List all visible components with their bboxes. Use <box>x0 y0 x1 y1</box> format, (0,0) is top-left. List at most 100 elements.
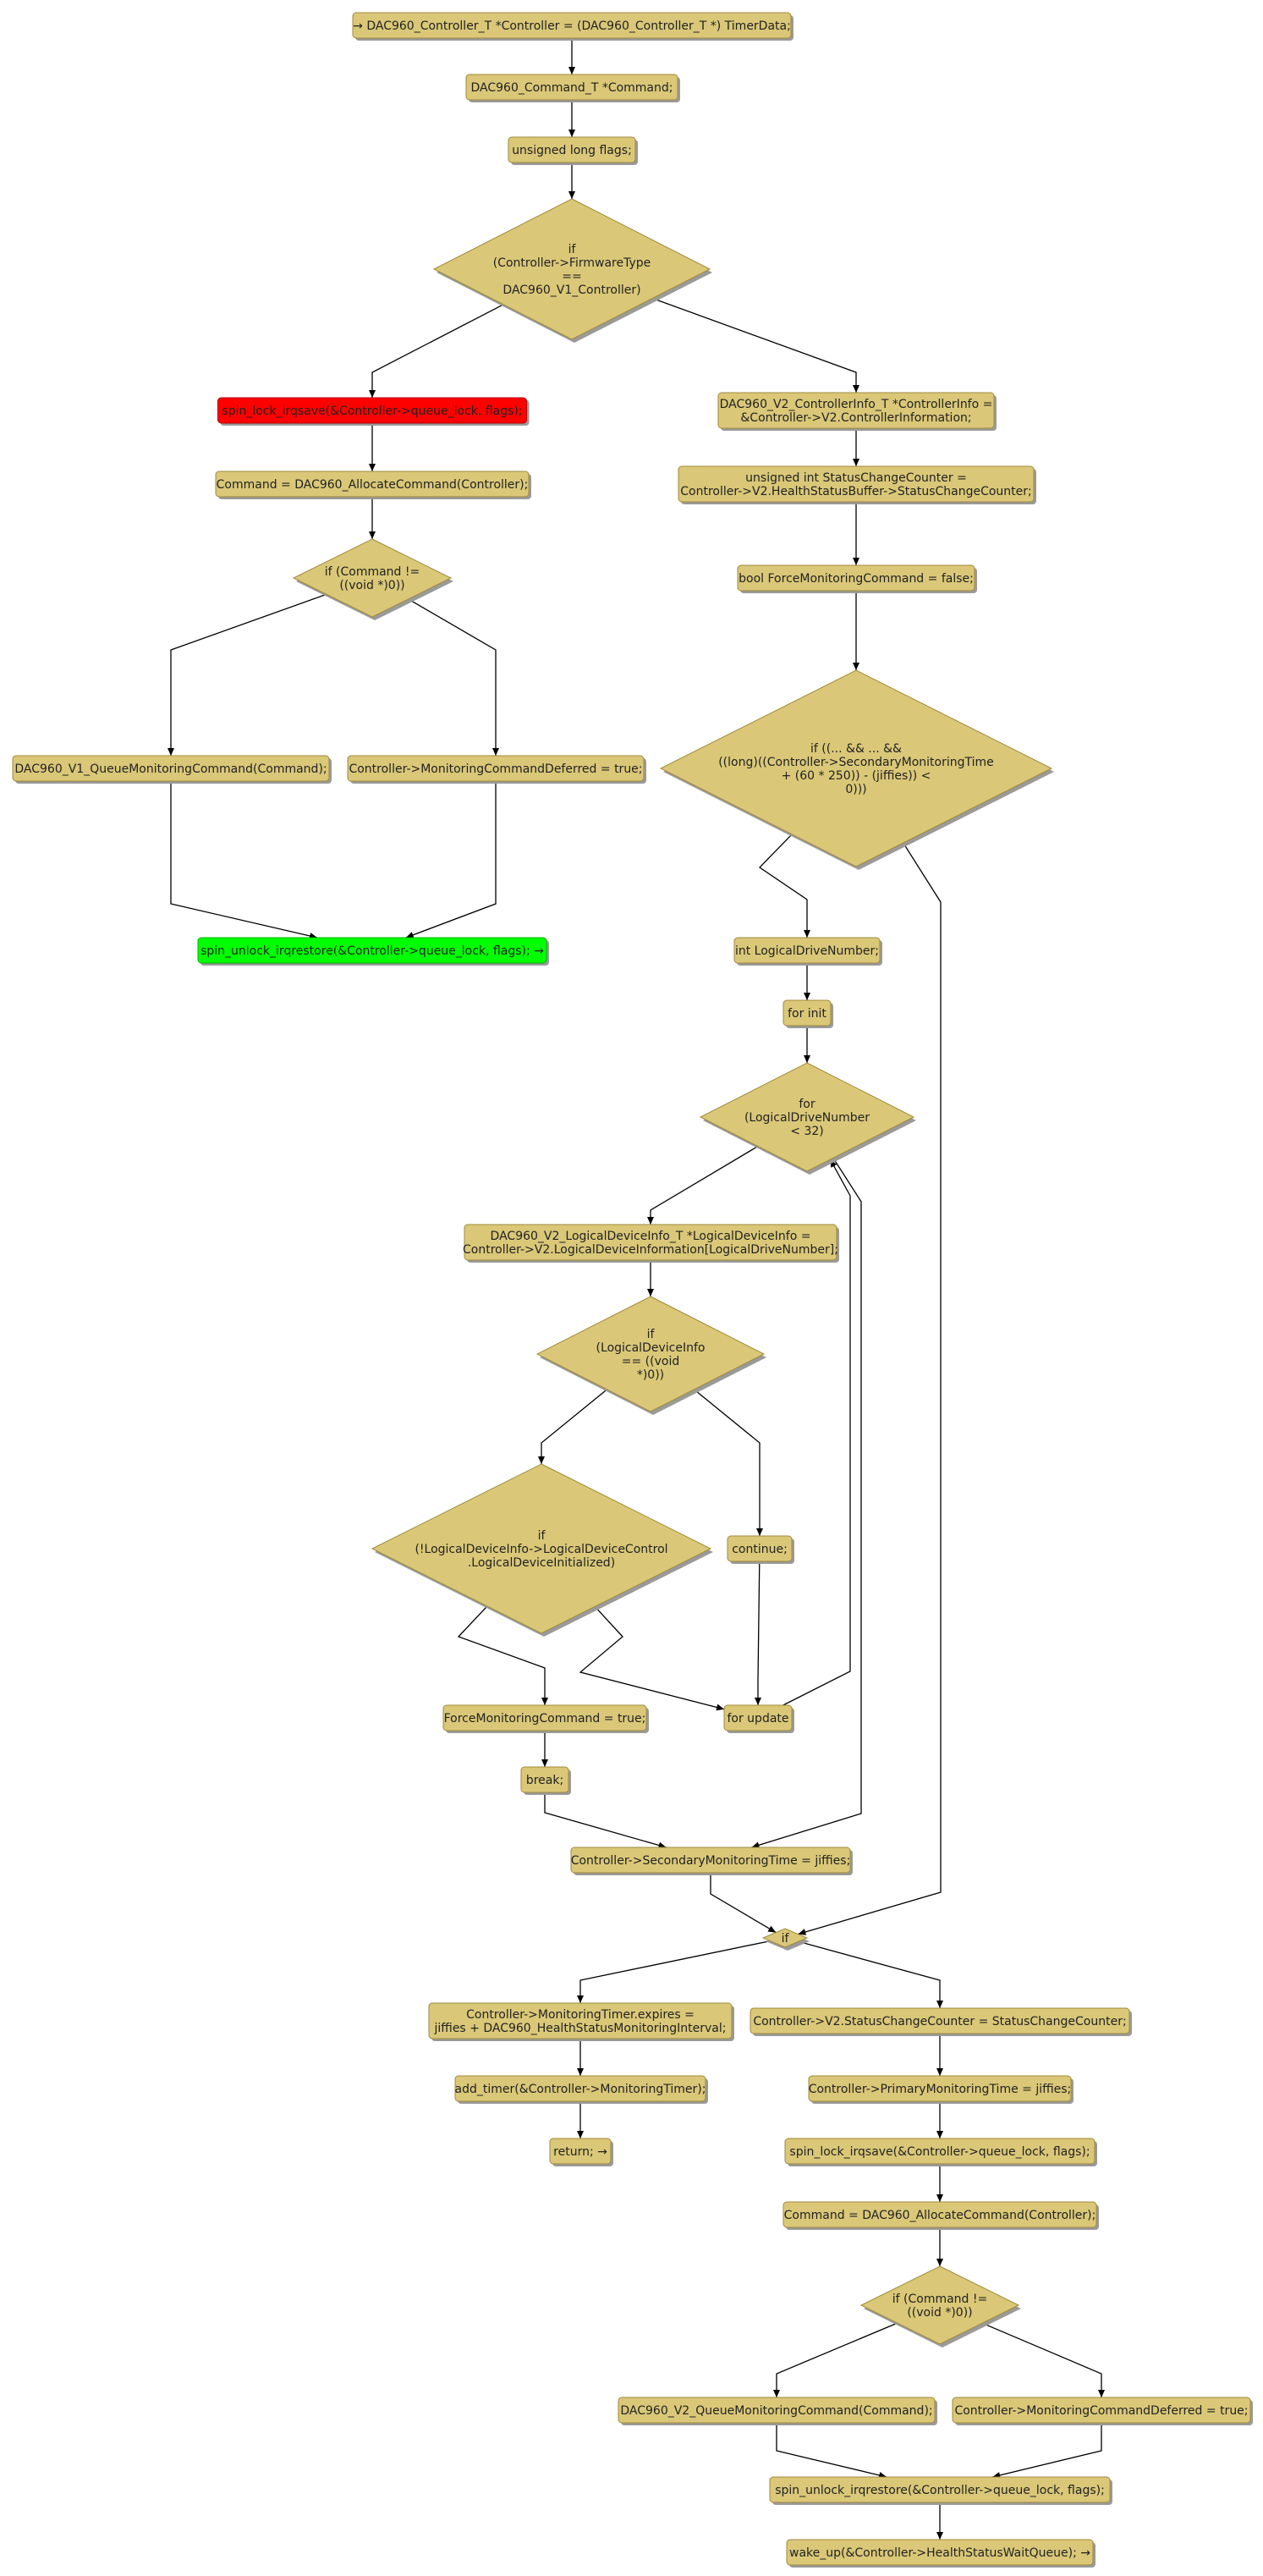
decision-node-if-ldinfo: if(LogicalDeviceInfo== ((void*)0)) <box>535 1296 766 1415</box>
node-text: DAC960_V2_LogicalDeviceInfo_T *LogicalDe… <box>491 1230 811 1243</box>
edge-if_ldinfo-to-continue <box>694 1389 763 1536</box>
statement-node-lock-v1: spin_lock_irqsave(&Controller->queue_loc… <box>217 397 530 426</box>
statement-node-cmd-decl: DAC960_Command_T *Command; <box>465 74 680 102</box>
node-text: for init <box>788 1007 826 1021</box>
node-text: DAC960_V2_QueueMonitoringCommand(Command… <box>620 2404 932 2418</box>
statement-node-force-true: ForceMonitoringCommand = true; <box>442 1704 649 1733</box>
statement-node-set-counter: Controller->V2.StatusChangeCounter = Sta… <box>750 2007 1132 2036</box>
node-text: wake_up(&Controller->HealthStatusWaitQue… <box>789 2546 1090 2560</box>
node-text: Controller->MonitoringTimer.expires = <box>466 2008 695 2022</box>
edge-if_cmd_v1-to-queue_v1 <box>167 593 327 756</box>
statement-node-force-false: bool ForceMonitoringCommand = false; <box>737 564 977 593</box>
node-text: (LogicalDeviceInfo <box>596 1341 706 1355</box>
node-shape <box>733 937 881 964</box>
statement-node-alloc-v1: Command = DAC960_AllocateCommand(Control… <box>215 471 531 499</box>
node-text: .LogicalDeviceInitialized) <box>468 1556 615 1570</box>
node-shape <box>442 1704 647 1731</box>
node-text: &Controller->V2.ControllerInformation; <box>740 411 971 425</box>
node-text: Controller->MonitoringCommandDeferred = … <box>954 2404 1248 2418</box>
node-text: if <box>782 1932 790 1946</box>
node-shape <box>292 538 453 618</box>
node-text: DAC960_V2_ControllerInfo_T *ControllerIn… <box>720 398 993 411</box>
node-shape <box>465 74 678 101</box>
node-text: ((void *)0)) <box>907 2306 972 2320</box>
node-text: Controller->V2.LogicalDeviceInformation[… <box>463 1243 838 1257</box>
node-text: for update <box>727 1712 788 1726</box>
node-shape <box>859 2265 1020 2345</box>
node-shape <box>352 12 792 39</box>
node-text: jiffies + DAC960_HealthStatusMonitoringI… <box>434 2022 727 2035</box>
decision-node-for-cond: for(LogicalDriveNumber< 32) <box>699 1062 916 1175</box>
edge-for_cond-to-secondary_time <box>751 1157 862 1849</box>
edge-if_time-to-if_merge <box>798 842 942 1935</box>
edge-if_cmd_v1-to-deferred_v1 <box>408 598 499 756</box>
statement-node-ctrlinfo: DAC960_V2_ControllerInfo_T *ControllerIn… <box>717 392 997 431</box>
node-shape <box>508 136 636 163</box>
edge-for_update-to-for_cond <box>783 1159 851 1706</box>
edge-if_ldinfo-to-if_init <box>538 1389 607 1464</box>
node-shape <box>750 2007 1130 2034</box>
node-shape <box>786 2539 1094 2566</box>
statement-node-lock-v2: spin_lock_irqsave(&Controller->queue_loc… <box>784 2138 1097 2166</box>
node-text: Command = DAC960_AllocateCommand(Control… <box>217 478 529 492</box>
decision-node-if-cmd-v2: if (Command !=((void *)0)) <box>859 2265 1021 2348</box>
statement-node-secondary-time: Controller->SecondaryMonitoringTime = ji… <box>570 1847 853 1875</box>
node-text: Controller->V2.HealthStatusBuffer->Statu… <box>680 485 1032 498</box>
node-text: + (60 * 250)) - (jiffies)) < <box>782 769 931 783</box>
node-shape <box>570 1847 851 1874</box>
statement-node-return: return; → <box>549 2138 613 2166</box>
node-shape <box>618 2397 936 2424</box>
statement-node-continue: continue; <box>727 1535 794 1564</box>
node-text: int LogicalDriveNumber; <box>735 944 879 958</box>
node-shape <box>699 1062 915 1172</box>
statement-node-timer-expires: Controller->MonitoringTimer.expires =jif… <box>428 2002 734 2041</box>
node-text: 0))) <box>845 783 866 796</box>
statement-node-ldn-decl: int LogicalDriveNumber; <box>733 937 882 966</box>
node-shape <box>428 2002 733 2039</box>
statement-node-for-update: for update <box>723 1704 794 1733</box>
node-shape <box>432 198 711 340</box>
statement-node-deferred-v1: Controller->MonitoringCommandDeferred = … <box>347 755 646 784</box>
node-text: Controller->MonitoringCommandDeferred = … <box>349 762 642 776</box>
node-text: if <box>538 1529 546 1543</box>
statement-node-alloc-v2: Command = DAC960_AllocateCommand(Control… <box>783 2201 1099 2230</box>
node-text: (Controller->FirmwareType <box>493 256 651 270</box>
node-text: ForceMonitoringCommand = true; <box>444 1712 646 1726</box>
node-shape <box>520 1766 569 1793</box>
edge-if_cmd_v2-to-deferred_v2 <box>981 2322 1105 2397</box>
edges-layer <box>167 38 1105 2540</box>
node-text: ((void *)0)) <box>339 579 404 592</box>
node-text: Controller->PrimaryMonitoringTime = jiff… <box>809 2083 1072 2096</box>
node-shape <box>454 2075 706 2102</box>
node-shape <box>371 1463 712 1634</box>
statement-node-queue-v1: DAC960_V1_QueueMonitoringCommand(Command… <box>12 755 332 784</box>
node-shape <box>464 1224 837 1261</box>
node-text: == <box>562 270 581 283</box>
node-text: Command = DAC960_AllocateCommand(Control… <box>784 2209 1096 2222</box>
statement-node-for-init: for init <box>783 999 833 1028</box>
decision-node-if-time: if ((... && ... &&((long)((Controller->S… <box>659 669 1054 870</box>
edge-deferred_v1-to-unlock_v1 <box>405 781 497 938</box>
node-text: if (Command != <box>325 565 420 579</box>
node-shape <box>783 2201 1097 2228</box>
edge-continue-to-for_update <box>755 1560 761 1705</box>
node-text: bool ForceMonitoringCommand = false; <box>739 572 974 586</box>
node-text: unsigned int StatusChangeCounter = <box>745 471 967 485</box>
node-shape <box>347 755 645 782</box>
edge-secondary_time-to-if_merge <box>710 1873 777 1934</box>
node-shape <box>549 2138 612 2165</box>
node-text: *)0)) <box>637 1368 664 1382</box>
statement-node-wakeup: wake_up(&Controller->HealthStatusWaitQue… <box>786 2539 1096 2568</box>
edge-if_time-to-ldn_decl <box>758 834 810 938</box>
edge-if_fw-to-lock_v1 <box>369 304 504 398</box>
node-text: unsigned long flags; <box>512 144 632 157</box>
node-text: → DAC960_Controller_T *Controller = (DAC… <box>353 19 791 33</box>
node-shape <box>678 465 1035 503</box>
node-text: spin_lock_irqsave(&Controller->queue_loc… <box>222 405 522 418</box>
statement-node-unlock-v2: spin_unlock_irqrestore(&Controller->queu… <box>769 2476 1112 2505</box>
node-text: < 32) <box>790 1125 823 1138</box>
node-text: Controller->V2.StatusChangeCounter = Sta… <box>753 2015 1126 2028</box>
node-text: DAC960_V1_Controller) <box>502 283 640 297</box>
node-text: break; <box>526 1774 563 1787</box>
